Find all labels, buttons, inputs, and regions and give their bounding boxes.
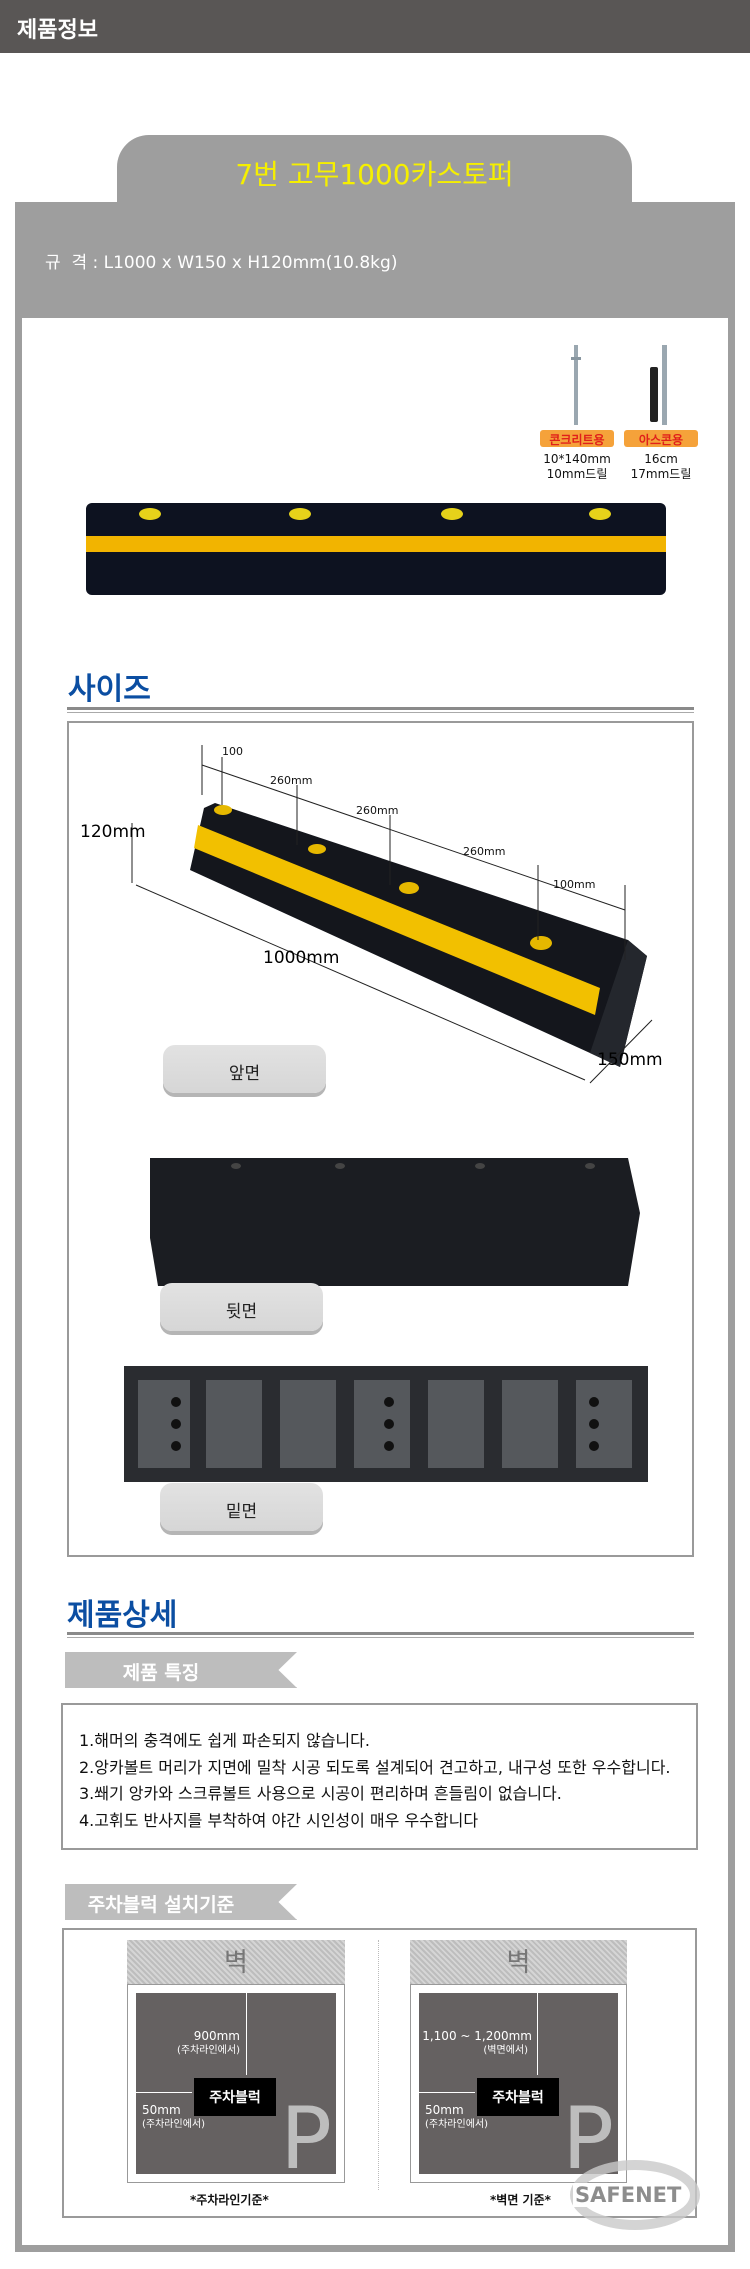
bolt-tag: 아스콘용: [624, 430, 698, 447]
features-tab-label: 제품 특징: [122, 1662, 200, 1684]
diagram-divider: [378, 1940, 379, 2190]
bolt-drill: 10mm드릴: [546, 467, 608, 481]
dim-gap2: 260mm: [356, 804, 399, 817]
product-spec: 규 격 : L1000 x W150 x H120mm(10.8kg): [45, 253, 398, 273]
vertical-distance: 1,100 ~ 1,200mm: [422, 2029, 532, 2043]
dim-gap1: 260mm: [270, 774, 313, 787]
dim-end1: 100: [222, 745, 243, 758]
detail-heading: 제품상세: [67, 1598, 178, 1633]
front-dimension-drawing: [131, 745, 653, 1084]
install-tab: 주차블럭 설치기준: [65, 1884, 297, 1920]
vertical-note: (주차라인에서): [176, 2045, 240, 2056]
dim-gap3: 260mm: [463, 845, 506, 858]
product-photo: [86, 503, 666, 595]
size-heading: 사이즈: [68, 672, 151, 707]
safenet-logo: SAFENET: [573, 2183, 684, 2207]
header-title: 제품정보: [17, 18, 98, 43]
dim-width: 150mm: [597, 1050, 663, 1070]
bolt-tag: 콘크리트용: [540, 430, 614, 447]
anchor-bolt-icon: [571, 345, 581, 425]
caption-wall-based: *벽면 기준*: [490, 2193, 551, 2207]
view-label-back: 뒷면: [160, 1283, 323, 1331]
screw-bolt-icon: [650, 345, 667, 425]
horizontal-note: (주차라인에서): [142, 2119, 206, 2130]
bolt-size: 16cm: [644, 452, 678, 466]
parking-block: 주차블럭: [194, 2078, 276, 2116]
vertical-note: (벽면에서): [483, 2045, 528, 2056]
parking-block: 주차블럭: [477, 2078, 559, 2116]
features-tab: 제품 특징: [65, 1652, 297, 1688]
install-tab-label: 주차블럭 설치기준: [87, 1894, 235, 1916]
diagram-line-based: 벽 P 900mm (주차라인에서) 주차블럭 50mm (주차라인에서): [127, 1940, 345, 2183]
bolt-drill: 17mm드릴: [630, 467, 692, 481]
view-label-front: 앞면: [163, 1045, 326, 1093]
product-title-tab: 7번 고무1000카스토퍼: [117, 135, 632, 205]
view-label-bottom: 밑면: [160, 1483, 323, 1531]
parking-icon: P: [280, 2089, 332, 2189]
divider: [67, 707, 694, 713]
vertical-distance: 900mm: [193, 2029, 240, 2043]
caption-line-based: *주차라인기준*: [190, 2193, 269, 2207]
feature-item: 2.앙카볼트 머리가 지면에 밀착 시공 되도록 설계되어 견고하고, 내구성 …: [79, 1758, 671, 1777]
feature-item: 1.해머의 충격에도 쉽게 파손되지 않습니다.: [79, 1731, 370, 1750]
bolt-size: 10*140mm: [543, 452, 611, 466]
horizontal-distance: 50mm: [142, 2103, 181, 2117]
divider: [67, 1632, 694, 1638]
product-name: 7번 고무1000카스토퍼: [235, 158, 514, 191]
horizontal-note: (주차라인에서): [425, 2119, 489, 2130]
feature-item: 3.쐐기 앙카와 스크류볼트 사용으로 시공이 편리하며 흔들림이 없습니다.: [79, 1784, 562, 1803]
dim-height: 120mm: [80, 822, 146, 842]
feature-item: 4.고휘도 반사지를 부착하여 야간 시인성이 매우 우수합니다: [79, 1811, 479, 1830]
horizontal-distance: 50mm: [425, 2103, 464, 2117]
back-view-photo: [150, 1158, 640, 1286]
wall-label: 벽: [127, 1940, 345, 1984]
wall-label: 벽: [410, 1940, 627, 1984]
diagram-wall-based: 벽 P 1,100 ~ 1,200mm (벽면에서) 주차블럭 50mm (주차…: [410, 1940, 627, 2183]
dim-length: 1000mm: [263, 948, 340, 968]
page-header: 제품정보: [0, 0, 750, 53]
features-box: 1.해머의 충격에도 쉽게 파손되지 않습니다. 2.앙카볼트 머리가 지면에 …: [61, 1703, 698, 1850]
bottom-view-photo: [124, 1366, 648, 1482]
dim-end2: 100mm: [553, 878, 596, 891]
